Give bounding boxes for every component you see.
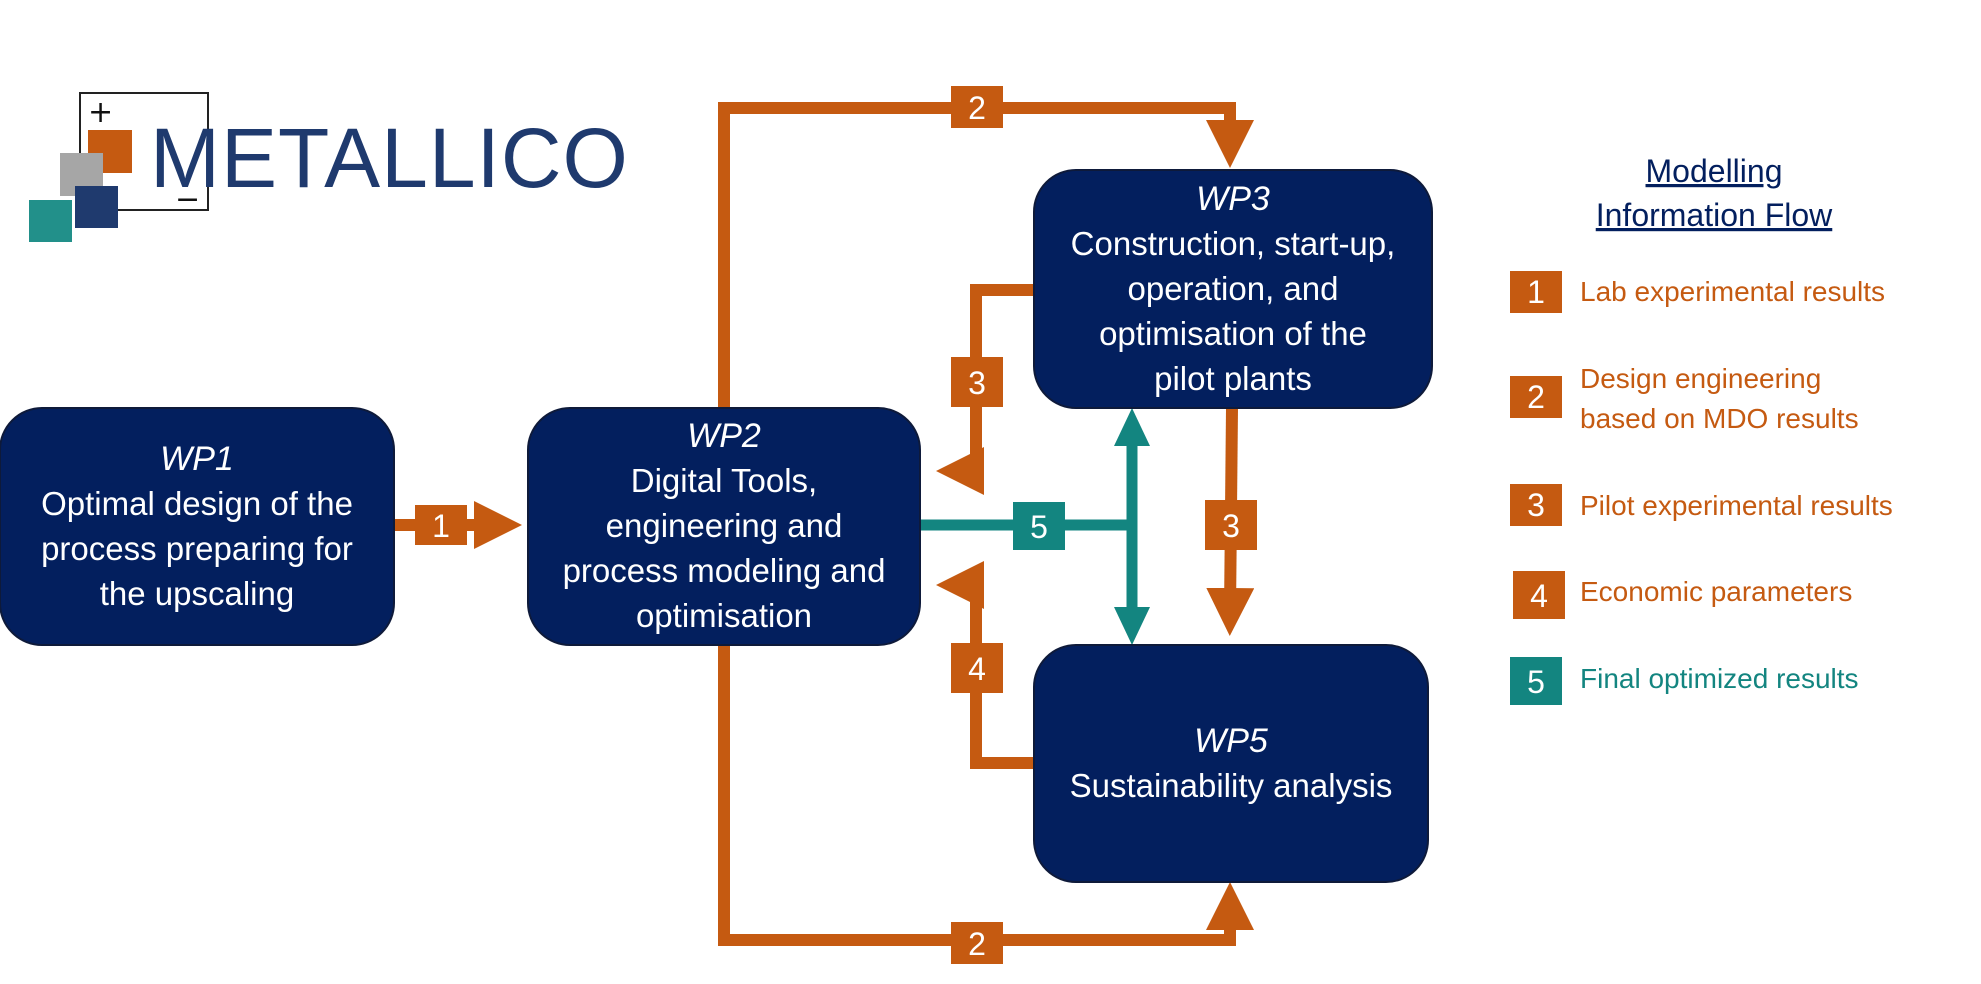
wp5-box: WP5 Sustainability analysis (1033, 644, 1429, 883)
legend-badge (1510, 376, 1562, 418)
wp3-line-4: pilot plants (1154, 360, 1312, 397)
wp1-line-1: Optimal design of the (41, 485, 353, 522)
legend-item-4: 4 Economic parameters (1513, 571, 1852, 619)
legend-badge (1513, 571, 1565, 619)
svg-text:3: 3 (1222, 508, 1240, 544)
wp2-line-2: engineering and (606, 507, 843, 544)
logo-frame (79, 92, 209, 211)
flow-3-right-badge: 3 (1205, 500, 1257, 550)
flow-4-badge: 4 (951, 643, 1003, 693)
legend-label: Lab experimental results (1580, 276, 1885, 307)
flow-5-down-arrowhead (1114, 607, 1150, 645)
legend-label: Design engineering (1580, 363, 1821, 394)
flow-1-badge: 1 (415, 505, 467, 545)
wp2-line-4: optimisation (636, 597, 812, 634)
legend-badge (1510, 271, 1562, 313)
logo-navy-square (75, 186, 118, 228)
svg-text:2: 2 (968, 90, 986, 126)
wp1-line-3: the upscaling (100, 575, 294, 612)
wp3-line-1: Construction, start-up, (1071, 225, 1396, 262)
flow-5-up-arrowhead (1114, 408, 1150, 446)
svg-text:2: 2 (968, 926, 986, 962)
wp3-line-3: optimisation of the (1099, 315, 1367, 352)
legend-heading-line-1: Modelling (1646, 153, 1783, 189)
svg-text:1: 1 (1527, 274, 1545, 310)
metallico-logo: + − METALLICO (29, 92, 629, 242)
wp2-box: WP2 Digital Tools, engineering and proce… (527, 407, 921, 646)
legend-badge (1510, 484, 1562, 526)
logo-teal-square (29, 200, 72, 242)
legend-label: Pilot experimental results (1580, 490, 1893, 521)
wp2-title: WP2 (687, 417, 761, 455)
svg-text:5: 5 (1527, 664, 1545, 700)
legend: Modelling Information Flow 1 Lab experim… (1510, 153, 1893, 705)
logo-wordmark: METALLICO (150, 111, 629, 205)
legend-item-5: 5 Final optimized results (1510, 657, 1859, 705)
legend-item-3: 3 Pilot experimental results (1510, 484, 1893, 526)
svg-text:3: 3 (968, 365, 986, 401)
wp3-line-2: operation, and (1127, 270, 1338, 307)
wp1-box: WP1 Optimal design of the process prepar… (0, 407, 395, 646)
legend-heading-line-2: Information Flow (1596, 197, 1833, 233)
svg-text:1: 1 (432, 508, 450, 544)
wp1-title: WP1 (160, 440, 234, 478)
wp1-line-2: process preparing for (41, 530, 353, 567)
svg-text:4: 4 (968, 651, 986, 687)
flow-2-top-badge: 2 (951, 86, 1003, 128)
svg-text:5: 5 (1030, 509, 1048, 545)
wp3-title: WP3 (1196, 180, 1270, 218)
legend-item-1: 1 Lab experimental results (1510, 271, 1885, 313)
wp5-title: WP5 (1194, 722, 1268, 760)
logo-minus-icon: − (175, 182, 200, 217)
wp3-box: WP3 Construction, start-up, operation, a… (1033, 169, 1433, 409)
flow-5-badge: 5 (1013, 502, 1065, 550)
svg-text:2: 2 (1527, 379, 1545, 415)
wp5-line-1: Sustainability analysis (1070, 767, 1393, 804)
legend-badge (1510, 657, 1562, 705)
legend-label: Final optimized results (1580, 663, 1859, 694)
wp2-line-3: process modeling and (563, 552, 886, 589)
logo-plus-icon: + (88, 95, 113, 130)
flow-3-left-badge: 3 (951, 357, 1003, 407)
legend-label: based on MDO results (1580, 403, 1859, 434)
wp2-line-1: Digital Tools, (631, 462, 817, 499)
legend-label: Economic parameters (1580, 576, 1852, 607)
svg-text:3: 3 (1527, 487, 1545, 523)
svg-text:4: 4 (1530, 578, 1548, 614)
flow-2-bottom-badge: 2 (951, 922, 1003, 964)
legend-item-2: 2 Design engineering based on MDO result… (1510, 363, 1859, 434)
